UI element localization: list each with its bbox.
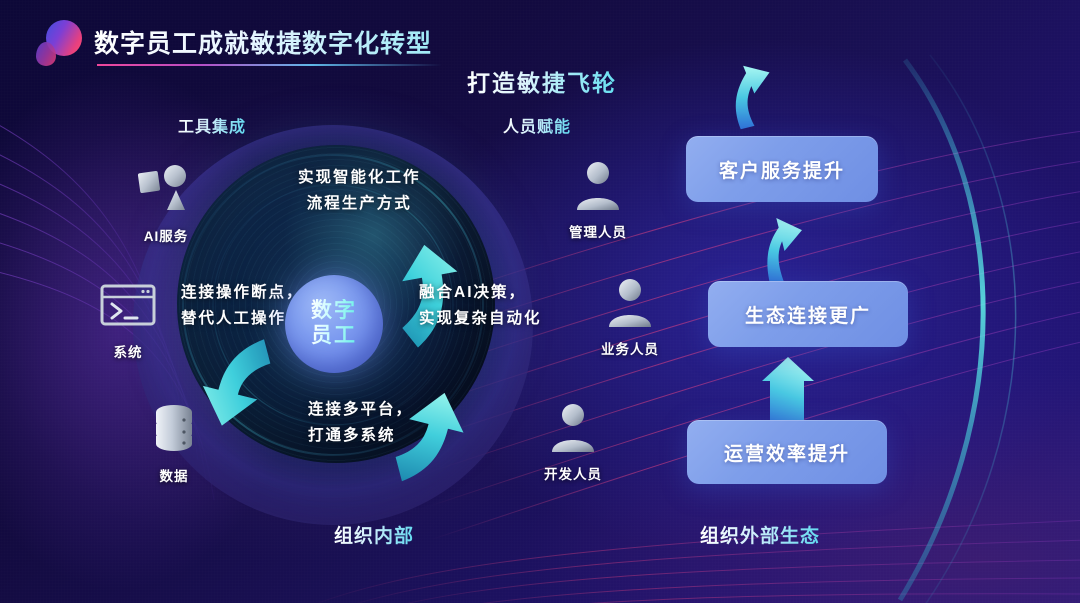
- person-icon: [609, 279, 651, 327]
- flywheel-text-left-line1: 连接操作断点，: [181, 284, 304, 301]
- flywheel-text-top: 实现智能化工作 流程生产方式: [298, 165, 421, 216]
- flywheel-text-left: 连接操作断点， 替代人工操作: [181, 280, 304, 331]
- people-item-manager: 管理人员: [550, 160, 646, 241]
- people-label-developer: 开发人员: [544, 467, 602, 482]
- flywheel-text-right-line2: 实现复杂自动化: [419, 309, 542, 327]
- curved-arrow-to-customer-service: [735, 65, 770, 130]
- person-icon: [577, 162, 619, 210]
- flywheel-text-right: 融合AI决策， 实现复杂自动化: [419, 280, 542, 331]
- flywheel-diagram: 实现智能化工作 流程生产方式 连接操作断点， 替代人工操作 融合AI决策， 实现…: [133, 125, 540, 525]
- tool-label-data: 数据: [159, 469, 189, 484]
- people-item-business: 业务人员: [582, 277, 678, 358]
- curved-arrow-to-ecosystem: [767, 217, 802, 285]
- flywheel-text-top-line1: 实现智能化工作: [298, 169, 421, 186]
- logo-circle-small: [36, 42, 56, 66]
- curved-arrow-upper-right: [402, 244, 458, 348]
- caption-tools: 工具集成: [178, 113, 246, 137]
- flywheel-text-bottom-line1: 连接多平台，: [308, 401, 414, 418]
- flywheel-text-bottom: 连接多平台， 打通多系统: [308, 397, 413, 448]
- title-underline: [97, 64, 442, 66]
- brand-circles-logo: [36, 20, 82, 66]
- curved-arrow-lower-right: [395, 392, 464, 482]
- caption-outer-ecosystem: 组织外部生态: [700, 521, 820, 548]
- caption-inner-org: 组织内部: [334, 521, 414, 548]
- outcome-box-ecosystem[interactable]: 生态连接更广: [708, 281, 908, 347]
- tool-item-data: 数据: [126, 402, 222, 485]
- slide-header: 数字员工成就敏捷数字化转型: [22, 14, 442, 70]
- curved-arrow-to-efficiency: [762, 357, 814, 425]
- page-title: 数字员工成就敏捷数字化转型: [94, 24, 432, 60]
- people-item-developer: 开发人员: [525, 402, 621, 483]
- core-label-line1: 数字: [311, 299, 357, 323]
- outcome-box-customer-service[interactable]: 客户服务提升: [686, 136, 878, 202]
- ai-shapes-icon: [137, 165, 186, 210]
- caption-people: 人员赋能: [503, 113, 571, 137]
- tool-label-system: 系统: [113, 345, 143, 360]
- flywheel-text-bottom-line2: 打通多系统: [308, 426, 396, 444]
- people-label-business: 业务人员: [601, 342, 659, 357]
- flywheel-text-right-line1: 融合AI决策，: [419, 284, 527, 301]
- flywheel-core-badge: 数字 员工: [285, 275, 383, 373]
- people-label-manager: 管理人员: [569, 225, 627, 240]
- curved-arrow-lower-left: [202, 339, 271, 426]
- tool-label-ai-service: AI服务: [143, 229, 189, 244]
- core-label-line2: 员工: [311, 324, 357, 347]
- tool-item-ai-service: AI服务: [118, 160, 214, 245]
- terminal-window-icon: [100, 284, 156, 326]
- database-cylinder-icon: [156, 405, 192, 451]
- flywheel-text-top-line2: 流程生产方式: [306, 194, 412, 212]
- person-icon: [552, 404, 594, 452]
- outcome-box-efficiency[interactable]: 运营效率提升: [687, 420, 887, 484]
- tool-item-system: 系统: [80, 282, 176, 361]
- headline: 打造敏捷飞轮: [467, 64, 617, 98]
- flywheel-text-left-line2: 替代人工操作: [181, 309, 287, 327]
- flywheel-arrows: [182, 154, 484, 482]
